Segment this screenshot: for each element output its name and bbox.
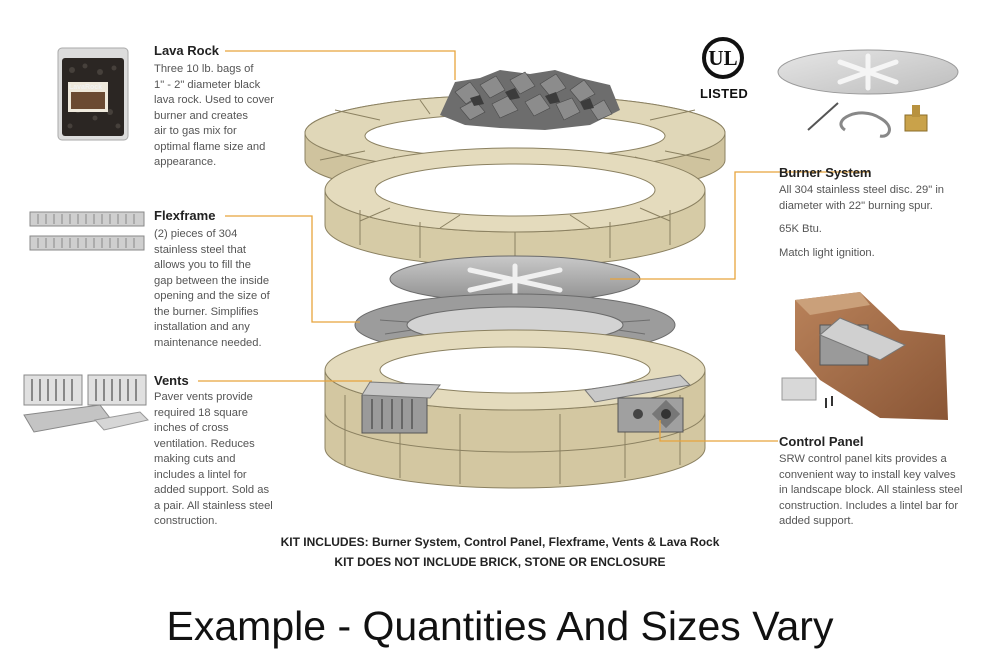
desc-line: making cuts and	[154, 453, 236, 465]
desc-line: opening and the size of	[154, 290, 270, 302]
vent-opening	[361, 381, 441, 434]
desc-line: Three 10 lb. bags of	[154, 63, 254, 75]
desc-line: the burner. Simplifies	[154, 305, 259, 318]
leader-flexframe	[225, 215, 360, 323]
desc-line: includes a lintel for	[154, 468, 247, 481]
leader-control-panel	[659, 420, 778, 442]
desc-line: installation and any	[154, 321, 250, 333]
vents-product	[23, 374, 149, 433]
vents-title: Vents	[154, 373, 189, 388]
burner-system-product	[777, 49, 959, 138]
base-block-ring	[324, 329, 706, 489]
control-panel-description: SRW control panel kits provides a conven…	[779, 452, 962, 530]
desc-line: All 304 stainless steel disc. 29" in	[779, 184, 945, 196]
desc-line: added support. Sold as	[154, 484, 270, 496]
burner-system-title: Burner System	[779, 165, 872, 180]
leader-lines	[198, 50, 870, 442]
desc-line: (2) pieces of 304	[154, 228, 238, 240]
desc-line: appearance.	[154, 156, 217, 168]
desc-line: air to gas mix for	[154, 125, 237, 137]
desc-line: 1" - 2" diameter black	[154, 78, 261, 91]
vents-description: Paver vents provide required 18 square i…	[154, 390, 273, 530]
desc-line: lava rock. Used to cover	[154, 94, 275, 106]
desc-line: stainless steel that	[154, 243, 247, 256]
ul-listed-badge: UL LISTED	[698, 37, 750, 105]
desc-line: added support.	[779, 515, 854, 527]
desc-line: ventilation. Reduces	[154, 437, 255, 450]
ul-listed-text: LISTED	[699, 86, 749, 101]
control-panel-product	[781, 292, 948, 420]
kit-includes-note: KIT INCLUDES: Burner System, Control Pan…	[280, 535, 720, 549]
desc-line: burner and creates	[154, 109, 248, 122]
control-panel-opening	[584, 374, 692, 433]
upper-block-ring	[324, 147, 706, 268]
desc-line: optimal flame size and	[154, 140, 266, 153]
desc-line: Paver vents provide	[154, 391, 253, 403]
desc-line: convenient way to install key valves	[779, 468, 956, 481]
lava-rock-bag	[57, 47, 129, 141]
desc-line: in landscape block. All stainless steel	[779, 484, 963, 496]
footer-caption: Example - Quantities And Sizes Vary	[166, 603, 834, 649]
burner-system-ignition: Match light ignition.	[779, 247, 875, 259]
desc-line: maintenance needed.	[154, 336, 262, 349]
desc-line: construction.	[154, 515, 218, 527]
lava-rock-pile	[440, 70, 620, 130]
ul-logo-icon: UL	[702, 37, 744, 79]
desc-line: SRW control panel kits provides a	[779, 453, 947, 465]
desc-line: inches of cross	[154, 422, 229, 434]
desc-line: gap between the inside	[154, 274, 270, 287]
desc-line: a pair. All stainless steel	[154, 499, 273, 512]
burner-disc	[389, 255, 641, 303]
desc-line: construction. Includes a lintel bar for	[779, 499, 959, 512]
lava-rock-description: Three 10 lb. bags of 1" - 2" diameter bl…	[154, 62, 274, 171]
burner-system-btu: 65K Btu.	[779, 223, 822, 235]
flexframe-title: Flexframe	[154, 208, 216, 223]
desc-line: required 18 square	[154, 406, 248, 419]
leader-lava-rock	[225, 50, 456, 80]
lava-rock-title: Lava Rock	[154, 43, 220, 58]
desc-line: allows you to fill the	[154, 259, 252, 271]
lava-rock-bag-label: LavaRock	[69, 84, 103, 91]
leader-burner-system	[610, 171, 870, 280]
control-panel-title: Control Panel	[779, 434, 864, 449]
kit-excludes-note: KIT DOES NOT INCLUDE BRICK, STONE OR ENC…	[334, 555, 666, 569]
flexframe-strips	[29, 211, 145, 251]
desc-line: diameter with 22" burning spur.	[779, 199, 933, 212]
burner-system-description: All 304 stainless steel disc. 29" in dia…	[779, 183, 944, 214]
flexframe-description: (2) pieces of 304 stainless steel that a…	[154, 227, 270, 351]
